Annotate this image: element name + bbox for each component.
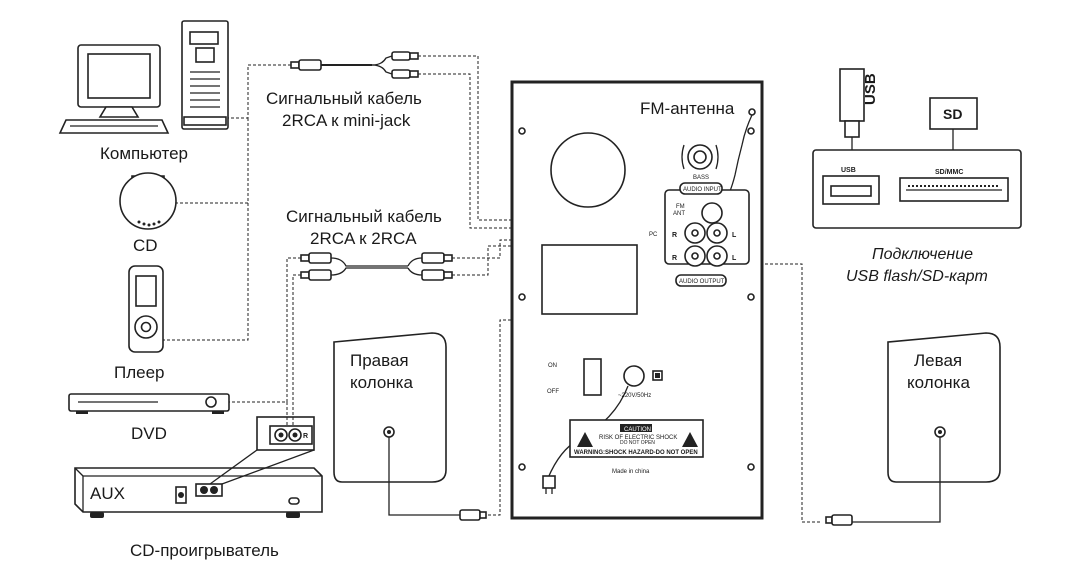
input-r-label: R bbox=[672, 232, 677, 239]
warning-label: WARNING:SHOCK HAZARD-DO NOT OPEN bbox=[574, 450, 698, 456]
cable-rca-minijack bbox=[290, 51, 419, 79]
sd-card-label: SD bbox=[943, 106, 962, 122]
left-speaker-icon bbox=[825, 332, 1001, 526]
ant-label: ANT bbox=[673, 211, 685, 217]
subwoofer-panel bbox=[510, 80, 764, 520]
do-not-open-label: DO NOT OPEN bbox=[620, 440, 655, 446]
caution-label: CAUTION bbox=[624, 427, 651, 433]
cd-deck-icon bbox=[74, 449, 323, 518]
sd-port-label: SD/MMC bbox=[935, 169, 963, 176]
usb-sd-panel bbox=[812, 68, 1022, 229]
on-label: ON bbox=[548, 363, 557, 369]
usb-sd-caption-line1: Подключение bbox=[872, 246, 973, 263]
output-r-label: R bbox=[672, 255, 677, 262]
power-rating-label: ~220V/50Hz bbox=[618, 393, 651, 399]
fm-label: FM bbox=[676, 204, 685, 210]
risk-label: RISK OF ELECTRIC SHOCK bbox=[599, 435, 677, 441]
usb-port-label: USB bbox=[841, 167, 856, 174]
cable1-label-line1: Сигнальный кабель bbox=[266, 89, 422, 108]
right-speaker-label-line2: колонка bbox=[350, 373, 413, 392]
cable2-label-line2: 2RCA к 2RCA bbox=[310, 229, 417, 248]
left-speaker-label-line1: Левая bbox=[914, 351, 962, 370]
fm-antenna-label: FM-антенна bbox=[640, 99, 735, 118]
player-label: Плеер bbox=[114, 363, 165, 382]
cable2-label-line1: Сигнальный кабель bbox=[286, 207, 442, 226]
pc-label: PC bbox=[649, 232, 658, 238]
mp3-player-icon bbox=[128, 265, 164, 353]
right-speaker-label-line1: Правая bbox=[350, 351, 409, 370]
left-speaker-label-line2: колонка bbox=[907, 373, 970, 392]
cd-label: CD bbox=[133, 236, 158, 255]
right-speaker-icon bbox=[333, 332, 487, 521]
computer-label: Компьютер bbox=[100, 144, 188, 163]
aux-jack-r-label: R bbox=[303, 433, 308, 440]
dvd-label: DVD bbox=[131, 424, 167, 443]
audio-input-label: AUDIO INPUT bbox=[683, 187, 722, 193]
output-l-label: L bbox=[732, 255, 737, 262]
input-l-label: L bbox=[732, 232, 737, 239]
usb-stick-label: USB bbox=[862, 73, 879, 105]
usb-sd-caption-line2: USB flash/SD-карт bbox=[846, 268, 988, 285]
made-in-label: Made in china bbox=[612, 469, 650, 475]
dvd-player-icon bbox=[68, 393, 230, 414]
computer-icon bbox=[58, 20, 229, 134]
aux-label: AUX bbox=[90, 484, 125, 503]
cable1-label-line2: 2RCA к mini-jack bbox=[282, 111, 411, 130]
cd-player-icon bbox=[119, 172, 177, 230]
off-label: OFF bbox=[547, 389, 559, 395]
audio-output-label: AUDIO OUTPUT bbox=[679, 279, 725, 285]
cable-rca-rca bbox=[300, 252, 453, 281]
cd-player-label: CD-проигрыватель bbox=[130, 541, 279, 560]
bass-label: BASS bbox=[693, 175, 709, 181]
aux-jack-zoom bbox=[256, 416, 315, 451]
